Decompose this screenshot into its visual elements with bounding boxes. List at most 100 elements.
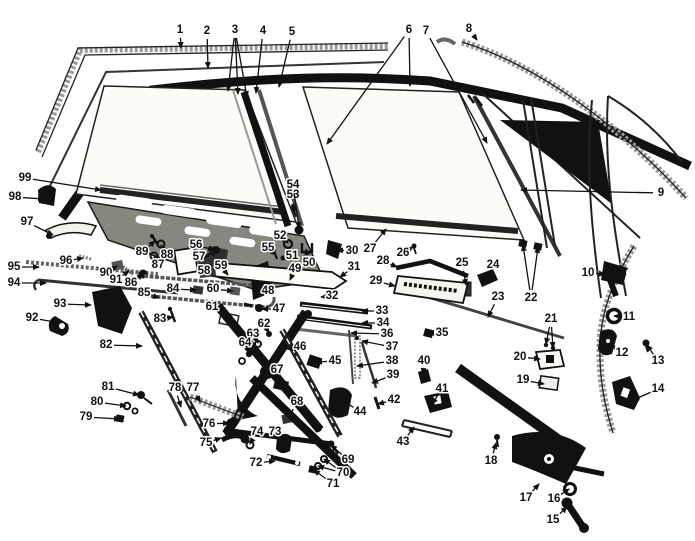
part-number-49: 49 (289, 263, 302, 275)
part-number-32: 32 (326, 290, 339, 302)
callout-leader-82 (113, 342, 143, 349)
callout-leader-9 (520, 187, 654, 194)
part-number-79: 79 (80, 411, 93, 423)
part-number-89: 89 (136, 246, 149, 258)
part-number-92: 92 (26, 312, 39, 324)
callout-leader-8 (471, 33, 478, 41)
callout-leader-36 (350, 330, 380, 337)
part-number-5: 5 (289, 26, 296, 38)
callout-leader-93 (67, 301, 92, 308)
front-door-frame (35, 42, 692, 221)
callout-leader-58 (204, 263, 212, 271)
part-number-14: 14 (652, 383, 665, 395)
callout-leader-22 (520, 244, 531, 291)
part-number-61: 61 (206, 301, 219, 313)
part-number-62: 62 (258, 318, 271, 330)
part-number-35: 35 (436, 327, 449, 339)
callout-leader-16 (560, 488, 570, 496)
diagram-artwork (25, 37, 692, 533)
part-number-13: 13 (652, 355, 665, 367)
part-number-2: 2 (204, 25, 210, 37)
callout-leader-52 (281, 236, 289, 244)
callout-leader-7 (429, 37, 488, 144)
part-number-53: 53 (287, 189, 300, 201)
callout-leader-25 (461, 270, 468, 286)
part-number-6: 6 (406, 24, 412, 36)
part-number-96: 96 (60, 255, 73, 267)
callout-leader-28 (390, 261, 398, 268)
callout-leader-13 (646, 344, 655, 355)
part-number-99: 99 (19, 172, 32, 184)
part-number-27: 27 (364, 243, 377, 255)
part-number-3: 3 (232, 24, 238, 36)
callout-leader-63 (252, 336, 259, 344)
callout-leader-55 (269, 248, 277, 256)
callout-leader-91 (122, 270, 130, 277)
panel-slots (116, 194, 278, 248)
part-number-22: 22 (525, 292, 538, 304)
part-number-43: 43 (397, 436, 410, 448)
callout-leader-97 (33, 224, 54, 236)
part-number-67: 67 (271, 364, 284, 376)
callout-leader-37 (361, 339, 385, 347)
part-number-71: 71 (327, 478, 340, 490)
callout-leader-15 (558, 506, 568, 516)
part-number-8: 8 (466, 23, 473, 35)
part-number-70: 70 (337, 467, 350, 479)
callout-leader-78 (176, 395, 183, 408)
callout-leader-92 (39, 318, 61, 325)
part-number-1: 1 (177, 24, 184, 36)
part-number-16: 16 (548, 493, 561, 505)
callout-leader-76 (216, 420, 230, 427)
callout-leader-70 (317, 464, 336, 472)
callout-leader-3 (234, 37, 241, 95)
part-number-25: 25 (456, 257, 469, 269)
callout-leader-20 (527, 355, 541, 362)
part-number-15: 15 (547, 514, 560, 526)
callout-leader-56 (203, 245, 215, 252)
part-number-75: 75 (200, 437, 213, 449)
part-number-42: 42 (388, 394, 401, 406)
part-number-36: 36 (381, 328, 394, 340)
callout-leader-2 (204, 38, 211, 69)
callout-leader-96 (73, 256, 84, 262)
part-number-63: 63 (247, 328, 260, 340)
part-number-39: 39 (387, 369, 400, 381)
lower-left-fasteners (115, 391, 339, 474)
callout-leader-22 (531, 246, 541, 291)
callout-leader-71 (313, 469, 327, 480)
callout-leader-3 (225, 37, 235, 92)
callout-leader-79 (93, 415, 121, 422)
callout-leader-74 (249, 437, 256, 445)
callout-leader-73 (277, 436, 284, 444)
callout-leader-60 (220, 287, 234, 294)
part-number-20: 20 (514, 351, 527, 363)
part-number-97: 97 (21, 216, 34, 228)
part-number-73: 73 (269, 426, 282, 438)
part-number-4: 4 (260, 25, 267, 37)
callout-leader-17 (530, 483, 540, 493)
callout-leader-27 (374, 228, 387, 244)
part-number-95: 95 (8, 261, 21, 273)
callout-leader-68 (288, 408, 295, 418)
callout-leader-53 (290, 202, 297, 214)
callout-leader-49 (289, 273, 296, 281)
part-number-34: 34 (377, 317, 390, 329)
part-number-11: 11 (623, 311, 636, 323)
part-number-88: 88 (161, 249, 174, 261)
part-number-81: 81 (102, 381, 115, 393)
callout-leader-3 (235, 37, 249, 98)
callout-leader-50 (304, 248, 311, 256)
division-channels (232, 89, 304, 228)
part-number-45: 45 (329, 355, 342, 367)
rear-door-glass (301, 86, 526, 241)
part-number-47: 47 (273, 303, 286, 315)
part-number-84: 84 (167, 283, 180, 295)
callout-leader-77 (194, 394, 201, 403)
part-number-26: 26 (397, 247, 410, 259)
part-number-76: 76 (203, 418, 216, 430)
part-number-51: 51 (286, 250, 299, 262)
callout-leader-45 (315, 358, 328, 365)
part-number-9: 9 (658, 187, 664, 199)
